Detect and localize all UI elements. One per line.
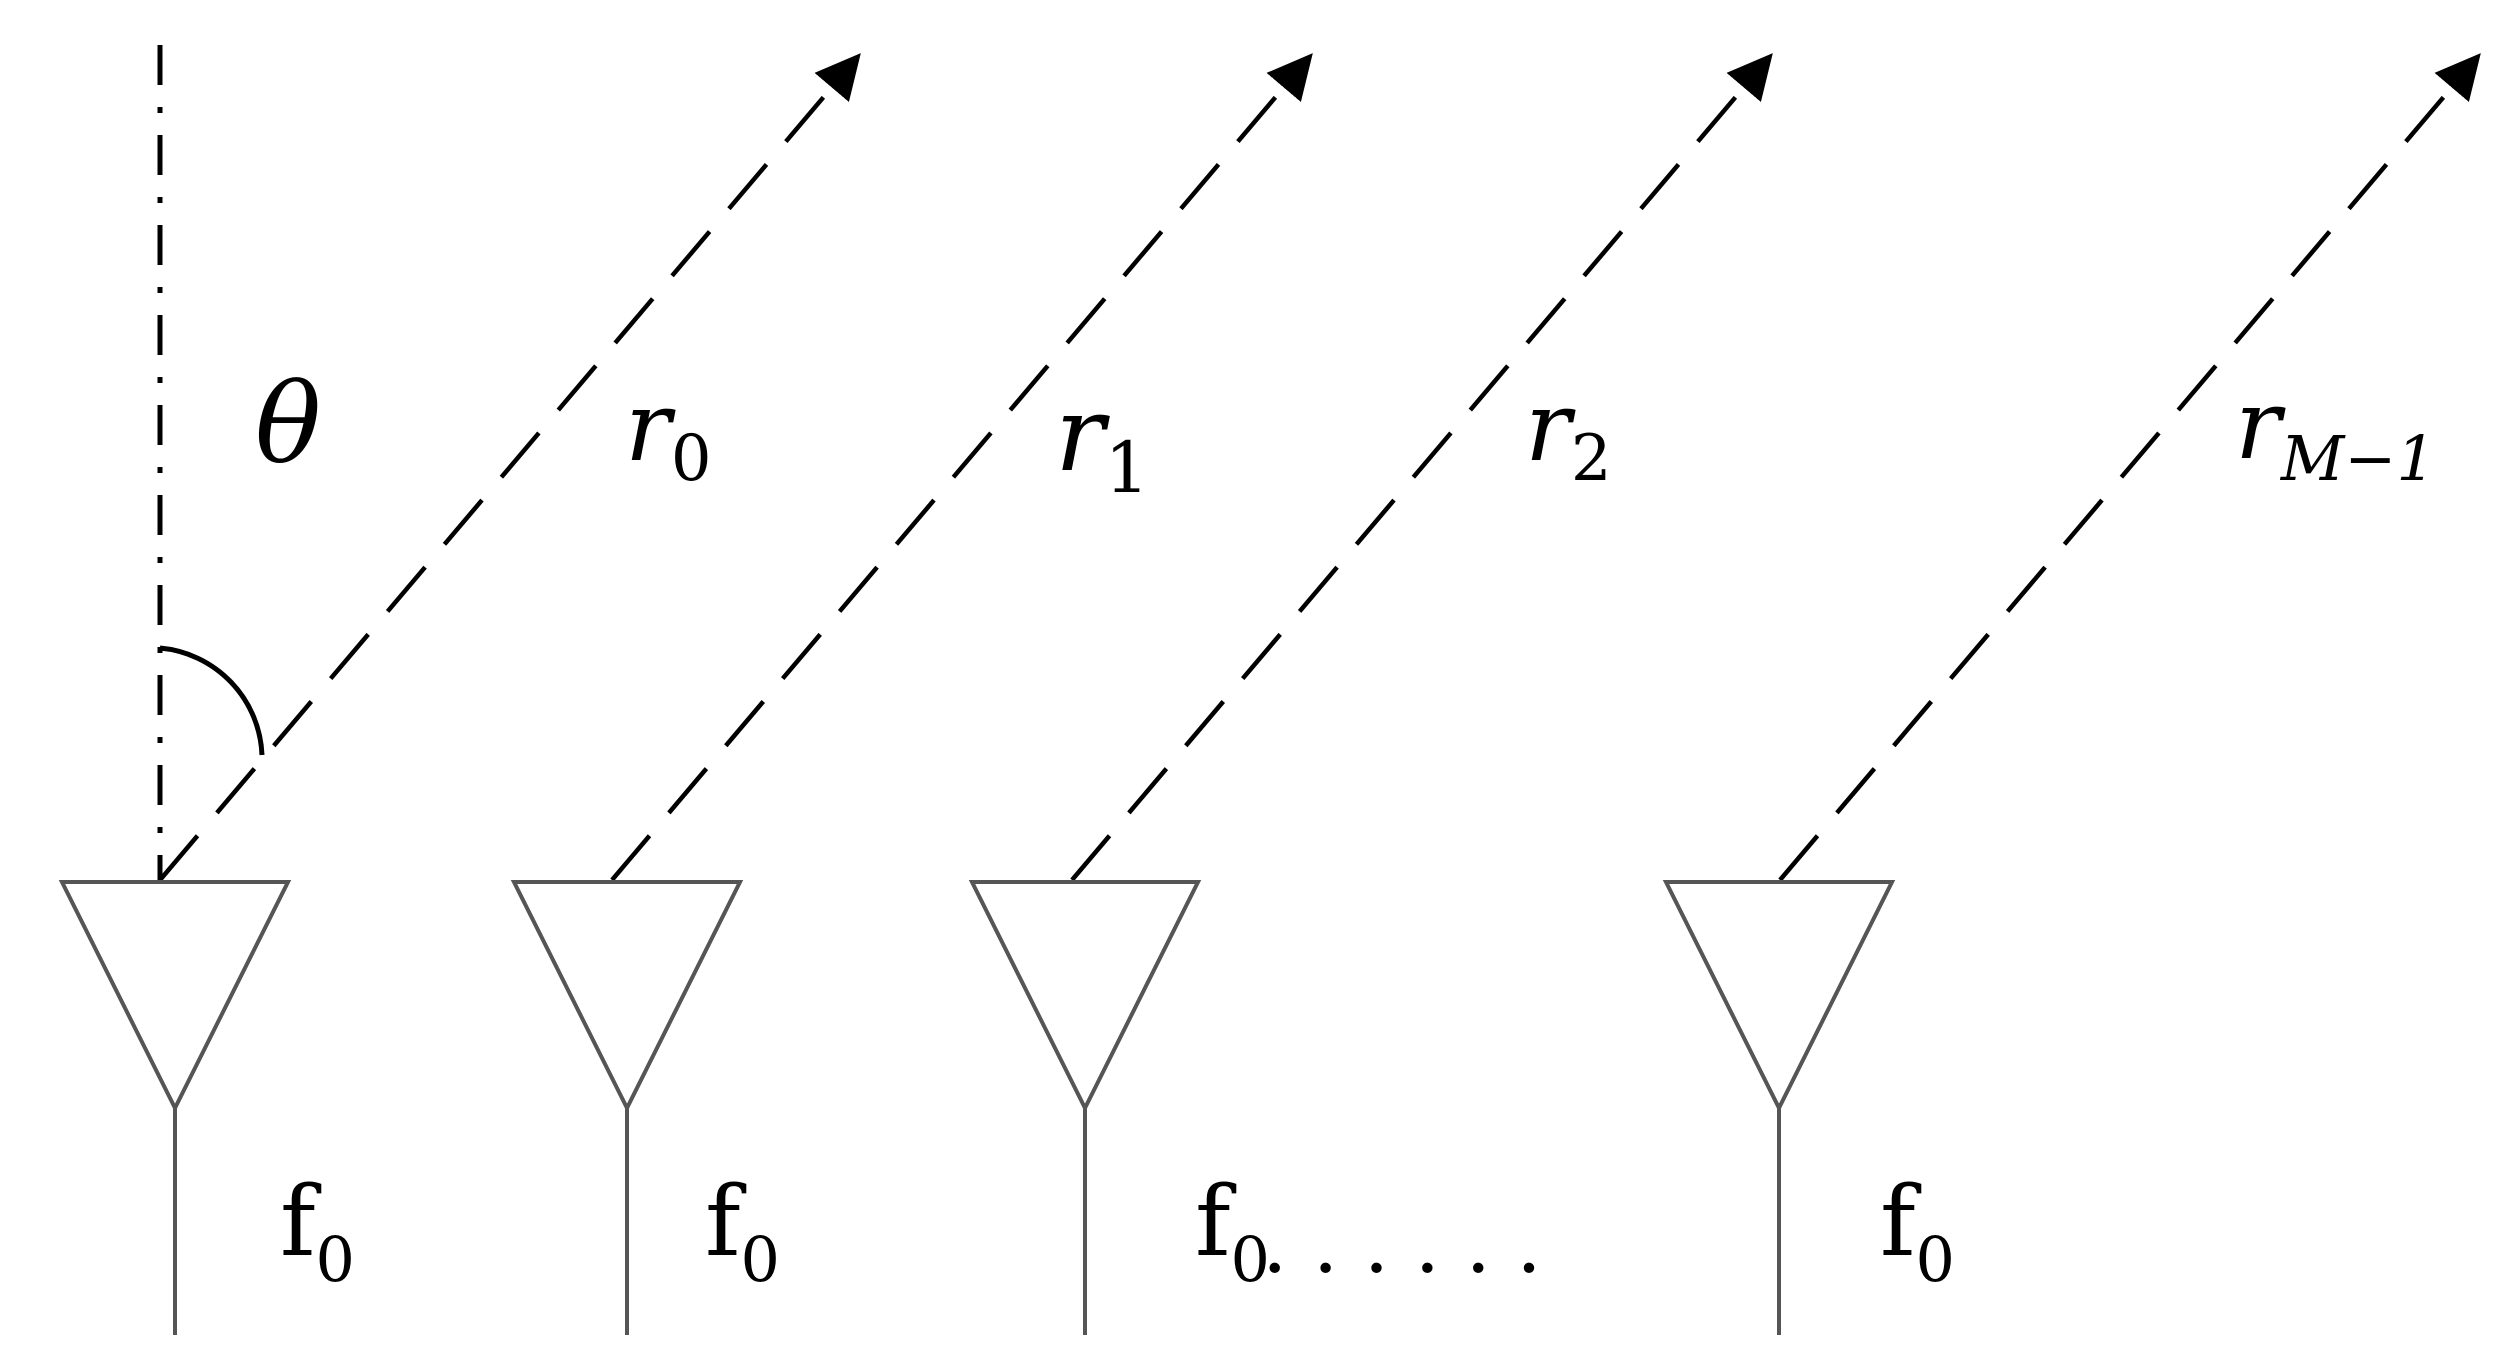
antenna-0-triangle (58, 880, 292, 1113)
angle-arc (159, 645, 265, 756)
ray-0-arrow (158, 53, 861, 882)
angle-theta-label: θ (255, 360, 321, 488)
ray-group (158, 53, 2481, 882)
antenna-m-minus-1 (1662, 880, 1896, 1335)
ray-0-label: r0 (625, 371, 712, 496)
antenna-2 (968, 880, 1202, 1335)
antenna-1-triangle (510, 880, 744, 1113)
ray-1-arrow (610, 53, 1313, 882)
ray-2-label: r2 (1525, 371, 1612, 496)
antenna-1-frequency-label: f0 (705, 1166, 780, 1296)
antenna-m-minus-1-triangle (1662, 880, 1896, 1113)
ray-2-arrow (1070, 53, 1773, 882)
ray-m-minus-1-label: rM−1 (2235, 369, 2436, 495)
ellipsis-dots: . . . . . . (1262, 1198, 1542, 1291)
antenna-0 (58, 880, 292, 1335)
antenna-m-minus-1-frequency-label: f0 (1880, 1166, 1955, 1296)
antenna-2-frequency-label: f0 (1195, 1166, 1270, 1296)
ray-1-label: r1 (1055, 373, 1149, 509)
ray-m-minus-1-arrow (1778, 53, 2481, 882)
antenna-0-frequency-label: f0 (280, 1166, 355, 1296)
antenna-1 (510, 880, 744, 1335)
antenna-2-triangle (968, 880, 1202, 1113)
